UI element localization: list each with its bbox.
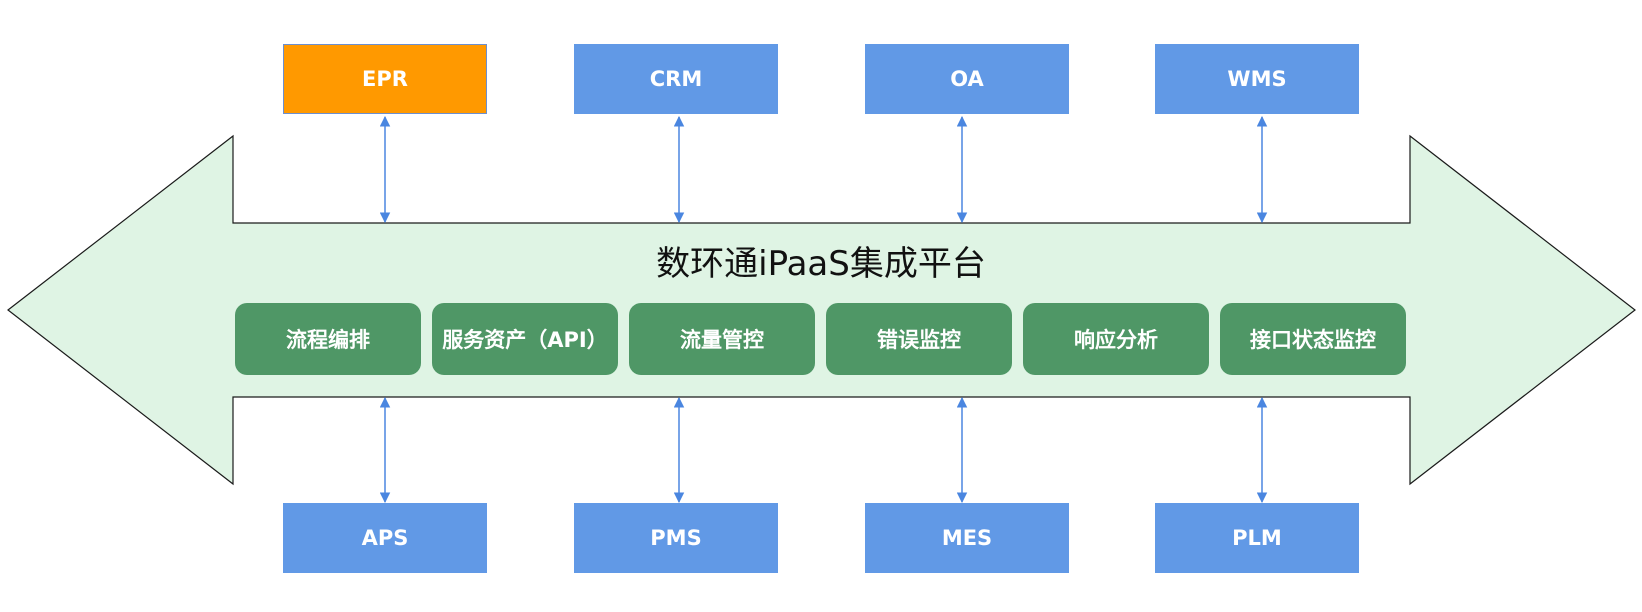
feature-service-assets-api: 服务资产（API） (432, 303, 618, 375)
feature-traffic-control: 流量管控 (629, 303, 815, 375)
feature-flow-orchestration: 流程编排 (235, 303, 421, 375)
feature-error-monitoring: 错误监控 (826, 303, 1012, 375)
system-box-crm: CRM (574, 44, 778, 114)
system-box-wms: WMS (1155, 44, 1359, 114)
system-box-aps: APS (283, 503, 487, 573)
system-box-mes: MES (865, 503, 1069, 573)
system-box-pms: PMS (574, 503, 778, 573)
system-box-plm: PLM (1155, 503, 1359, 573)
feature-interface-status-monitoring: 接口状态监控 (1220, 303, 1406, 375)
feature-response-analysis: 响应分析 (1023, 303, 1209, 375)
system-box-epr: EPR (283, 44, 487, 114)
platform-arrow-shape (7, 134, 1636, 486)
system-box-oa: OA (865, 44, 1069, 114)
platform-title: 数环通iPaaS集成平台 (656, 244, 986, 284)
